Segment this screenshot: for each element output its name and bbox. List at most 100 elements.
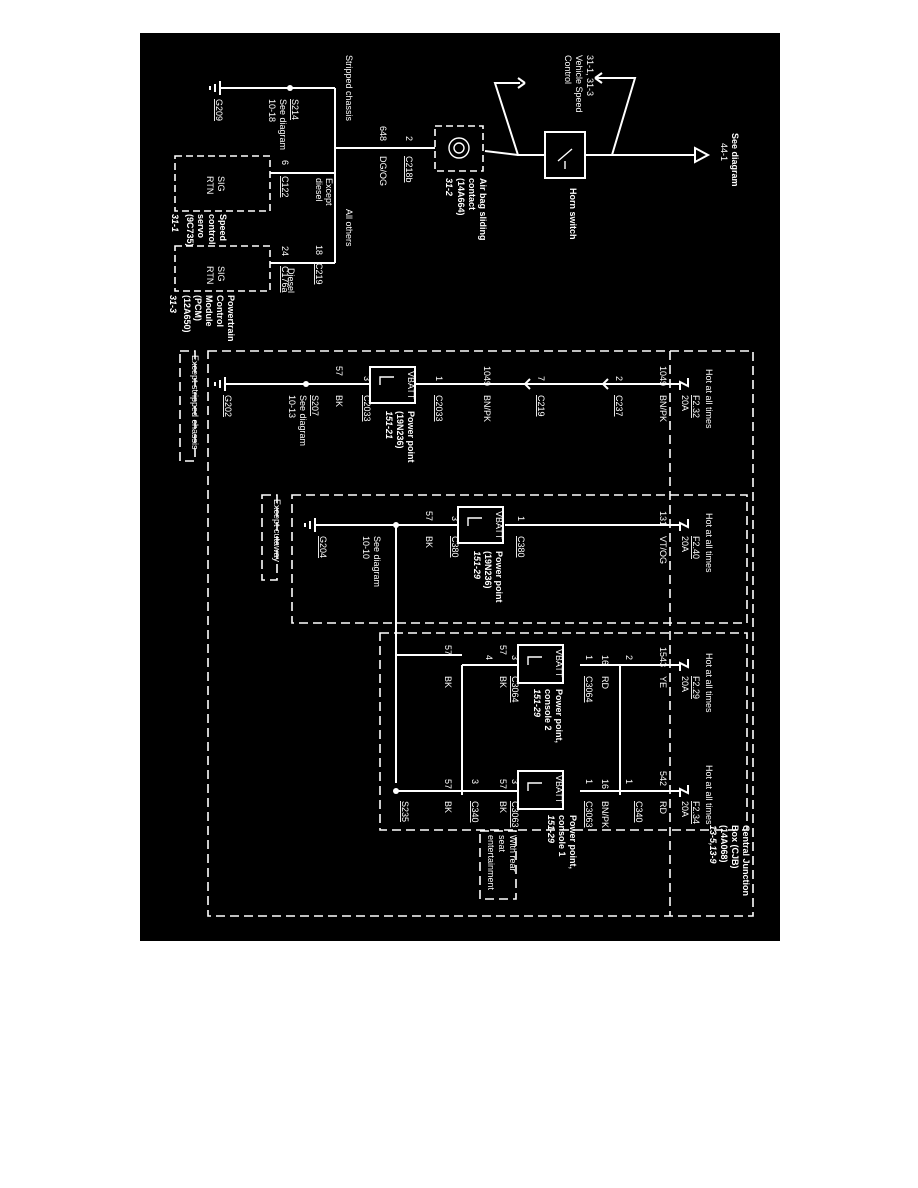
- g209-ground-icon: [209, 81, 221, 95]
- pp1-fuse-icon: [679, 378, 689, 390]
- rear-seat-entertainment-border: [479, 830, 517, 900]
- wiring-diagram: See diagram 44-1 31-1, 31-3 Vehicle Spee…: [168, 55, 754, 917]
- speed-sig: SIG: [216, 176, 226, 192]
- pp4-label-1: Power point,: [568, 815, 578, 869]
- pp1-label-1: Power point: [406, 411, 416, 463]
- pp1-conn-b: C2033: [362, 395, 372, 422]
- see-diagram-top: See diagram: [730, 133, 740, 187]
- pp2-pin3: 3: [450, 516, 460, 521]
- power-point-3-circuit: Hot at all times F2.29 20A 1543 YE 2 16 …: [443, 644, 714, 795]
- pp4-vbatt: VBATT: [554, 775, 564, 804]
- pp1-c237-pin: 2: [614, 376, 624, 381]
- pp3-label-1: Power point,: [554, 689, 564, 743]
- pp4-fuse: F2.34: [691, 801, 701, 824]
- pp4-color1: RD: [658, 801, 668, 814]
- pp1-g202: G202: [223, 395, 233, 417]
- c219-connector: C219: [314, 263, 324, 285]
- pp3-conn: C3064: [584, 676, 594, 703]
- horn-circuit-section: See diagram 44-1 31-1, 31-3 Vehicle Spee…: [168, 55, 740, 342]
- pcm-label-4: (PCM): [193, 295, 203, 321]
- pp4-note-3: entertainment: [486, 835, 496, 891]
- horn-return-wire: [493, 82, 545, 156]
- pp4-label-ref: 151-29: [546, 815, 556, 843]
- central-junction-box-border: [207, 350, 754, 917]
- pp3-color3: BK: [498, 676, 508, 688]
- wire-648: 648: [378, 126, 388, 141]
- pp4-pin1: 1: [584, 779, 594, 784]
- speed-label-2: control: [207, 214, 217, 245]
- see-diagram-top-ref: 44-1: [719, 143, 729, 161]
- pp4-s235-splice: [393, 788, 399, 794]
- pp4-wire3: 57: [498, 779, 508, 789]
- power-point-4-box: [517, 770, 564, 810]
- pp4-note-1: With rear: [508, 835, 518, 872]
- pp2-hot: Hot at all times: [704, 513, 714, 573]
- vehicle-speed-label-1: Vehicle Speed: [574, 55, 584, 113]
- c219-pin: 18: [314, 245, 324, 255]
- s214-splice: [287, 85, 293, 91]
- speed-control-servo-box: [174, 155, 271, 212]
- pp3-pin1: 1: [584, 655, 594, 660]
- pp3-label-2: console 2: [543, 689, 553, 731]
- pcm-label-2: Control: [215, 295, 225, 327]
- all-others-label: All others: [344, 209, 354, 247]
- airbag-label-2: contact: [467, 178, 477, 210]
- speed-label-3: servo: [196, 214, 206, 239]
- cjb-label-2: Box (CJB): [730, 825, 740, 869]
- pp1-vbatt: VBATT: [406, 371, 416, 400]
- pcm-rtn: RTN: [205, 266, 215, 284]
- pp1-amp: 20A: [680, 395, 690, 411]
- speed-label-1: Speed: [218, 214, 228, 241]
- pp4-conn: C3063: [584, 801, 594, 828]
- power-point-2-circuit: Hot at all times F2.40 20A 131 VT/OG 1 C…: [261, 494, 748, 624]
- pp4-outlet-icon: [527, 782, 542, 791]
- speed-rtn: RTN: [205, 176, 215, 194]
- pp4-label-2: console 1: [557, 815, 567, 857]
- pp2-label-1: Power point: [494, 551, 504, 603]
- cjb-label-3: (14A068): [719, 825, 729, 863]
- pcm-label-3: Module: [204, 295, 214, 327]
- pp3-label-ref: 151-29: [532, 689, 542, 717]
- pp4-wire1: 542: [658, 771, 668, 786]
- c176a-pin: 24: [280, 246, 290, 256]
- pp1-hot: Hot at all times: [704, 369, 714, 429]
- pp1-c219-pin: 7: [536, 376, 546, 381]
- power-point-4-circuit: Hot at all times F2.34 20A 542 RD 1 C340…: [393, 765, 714, 900]
- pp2-label-2: (19N236): [483, 551, 493, 589]
- stripped-chassis-label: Stripped chassis: [344, 55, 354, 122]
- wire-dgog: DG/OG: [378, 156, 388, 186]
- except-diesel-label-2: diesel: [314, 178, 324, 202]
- pp3-conn-b: C3064: [510, 676, 520, 703]
- pp1-label-ref: 151-21: [384, 411, 394, 439]
- pcm-label-5: (12A650): [182, 295, 192, 333]
- pp4-wire4: 57: [443, 779, 453, 789]
- pp2-label-ref: 151-29: [472, 551, 482, 579]
- console-zone: [379, 632, 748, 831]
- pp3-color2: RD: [600, 676, 610, 689]
- horn-feed-arrow-icon: [694, 146, 711, 164]
- airbag-ref: 31-2: [444, 178, 454, 196]
- pp2-color3: BK: [424, 536, 434, 548]
- pp4-c340b-pin: 3: [470, 779, 480, 784]
- cjb-label-1: Central Junction: [741, 825, 751, 896]
- pp2-g204: G204: [318, 536, 328, 558]
- pp2-vbatt: VBATT: [494, 511, 504, 540]
- horn-switch-label: Horn switch: [568, 188, 578, 240]
- except-stripped-chassis-border: [179, 350, 196, 462]
- g204-ground-icon: [304, 518, 316, 532]
- diesel-label: Diesel: [286, 268, 296, 293]
- g202-ground-icon: [214, 377, 226, 391]
- pp2-ground-ref: 10-10: [361, 536, 371, 559]
- s214-label: S214: [290, 99, 300, 120]
- pp3-wire2: 16: [600, 655, 610, 665]
- pp2-fuse-icon: [679, 519, 689, 531]
- pp4-c340: C340: [634, 801, 644, 823]
- pp4-wire2: 16: [600, 779, 610, 789]
- pp1-color2: BN/PK: [482, 395, 492, 422]
- pp4-color2: BN/PK: [600, 801, 610, 828]
- pp3-wire1: 1543: [658, 647, 668, 667]
- pp2-conn-b: C380: [450, 536, 460, 558]
- pp3-color4: BK: [443, 676, 453, 688]
- c218b-pin: 2: [404, 136, 414, 141]
- wiring-diagram-panel: See diagram 44-1 31-1, 31-3 Vehicle Spee…: [140, 33, 780, 941]
